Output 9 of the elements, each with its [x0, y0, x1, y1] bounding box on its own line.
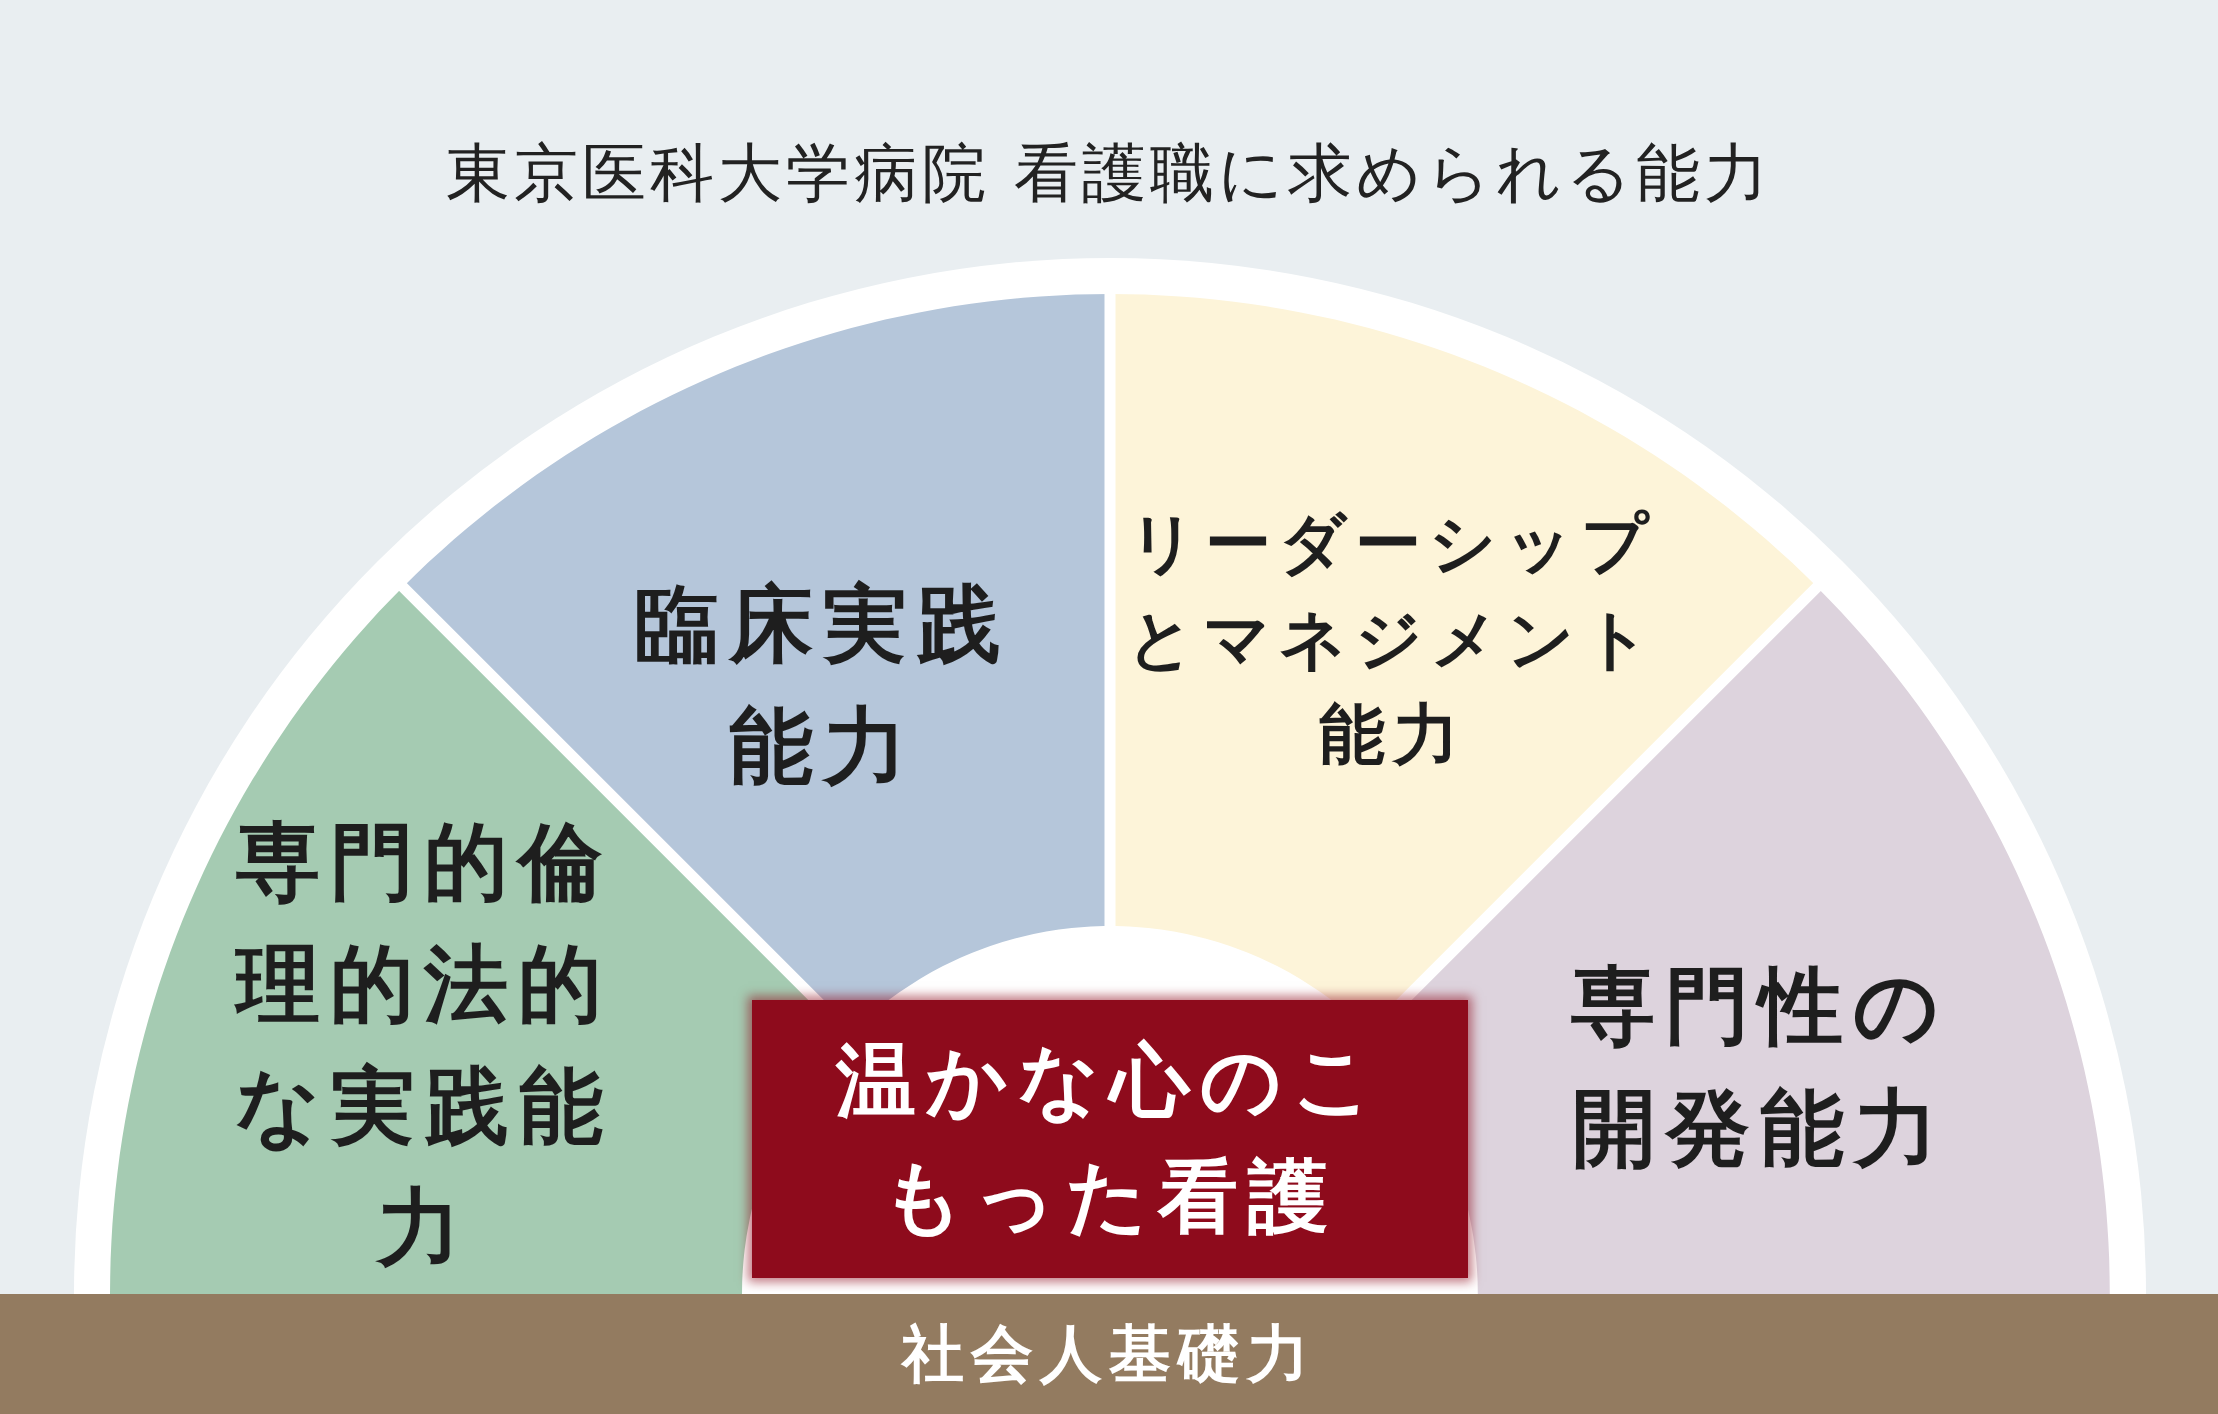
segment-label: リーダーシップとマネジメント能力	[1126, 504, 1660, 776]
segment-label: 臨床実践能力	[634, 574, 1012, 797]
base-band	[0, 1294, 2218, 1414]
title: 東京医科大学病院 看護職に求められる能力	[444, 135, 1774, 212]
center-box	[752, 1000, 1468, 1278]
segment-label: 社会人基礎力	[900, 1316, 1317, 1393]
segment-label: 専門的倫理的法的な実践能力	[233, 812, 614, 1279]
segment-label: 温かな心のこもった看護	[834, 1033, 1385, 1245]
segment-label: 専門性の開発能力	[1570, 956, 1950, 1179]
